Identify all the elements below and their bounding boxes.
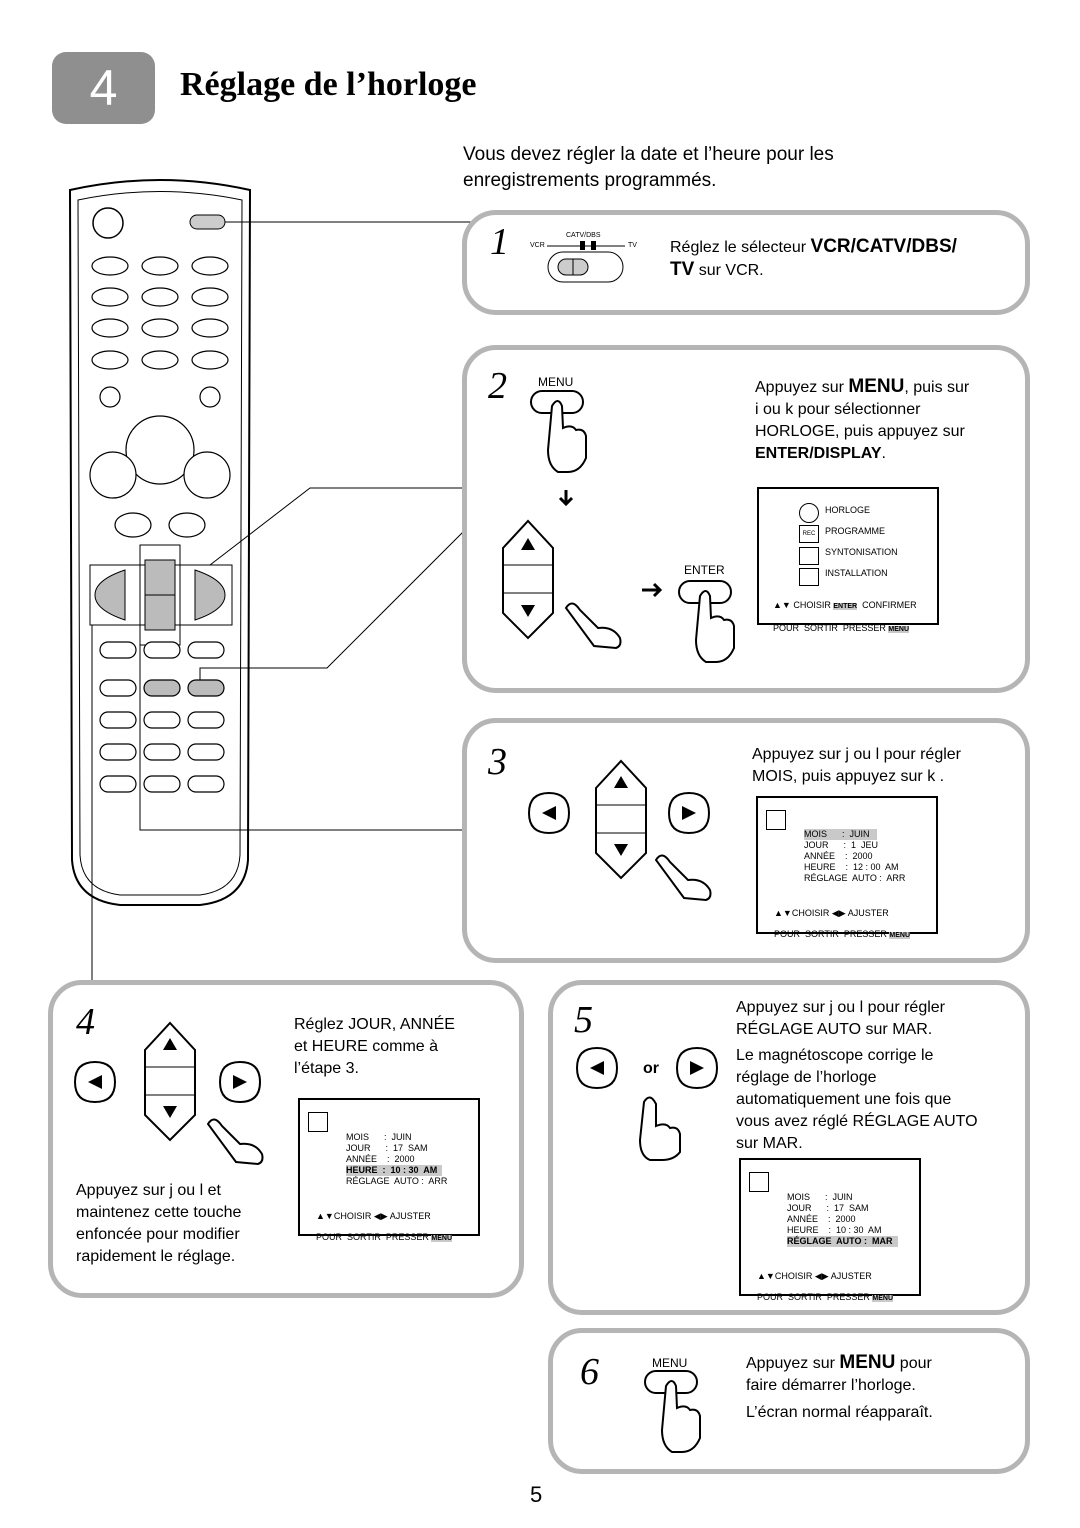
osd-row-reglage: RÉGLAGE AUTO : ARR xyxy=(804,873,906,883)
enter-button-press-icon xyxy=(678,580,735,663)
up-down-keys-icon xyxy=(502,519,622,650)
left-right-keys-icon xyxy=(575,1046,719,1161)
step-1-text: Réglez le sélecteur VCR/CATV/DBS/ TV sur… xyxy=(670,236,957,280)
vcr-tv-switch-illustration xyxy=(547,241,625,283)
step-6-result-text: L’écran normal réapparaît. xyxy=(746,1404,933,1421)
step-2-number: 2 xyxy=(488,365,507,407)
step-1-number: 1 xyxy=(490,221,509,263)
left-right-arrows-icon: ◀▶ xyxy=(373,1210,388,1221)
clock-icon xyxy=(766,810,786,830)
switch-label-vcr: VCR xyxy=(530,242,545,249)
osd-row-jour: JOUR : 17 SAM xyxy=(787,1203,869,1213)
four-way-keys-icon xyxy=(73,1021,264,1166)
osd-clock-setting-step3: MOIS : JUIN JOUR : 1 JEU ANNÉE : 2000 HE… xyxy=(756,796,938,939)
menu-item-installation: INSTALLATION xyxy=(825,568,888,578)
osd-row-heure: HEURE : 10 : 30 AM xyxy=(787,1225,882,1235)
install-menu-icon xyxy=(799,568,819,586)
osd-row-mois: MOIS : JUIN xyxy=(804,829,878,840)
clock-menu-icon xyxy=(799,503,819,523)
osd-row-annee: ANNÉE : 2000 xyxy=(804,851,873,861)
osd-footer: ▲▼CHOISIR ◀▶ AJUSTER POUR SORTIR PRESSER… xyxy=(757,1270,894,1302)
page-number: 5 xyxy=(530,1482,543,1507)
antenna-menu-icon xyxy=(799,547,819,565)
osd-row-reglage: RÉGLAGE AUTO : MAR xyxy=(787,1236,898,1247)
menu-button-press-icon xyxy=(530,390,587,473)
clock-icon xyxy=(308,1112,328,1132)
step-5-number: 5 xyxy=(574,999,593,1041)
left-right-arrows-icon: ◀▶ xyxy=(814,1270,829,1281)
menu-button-press-icon xyxy=(644,1370,701,1453)
up-down-arrows-icon: ▲▼ xyxy=(316,1210,334,1221)
step-2-text: Appuyez sur MENU, puis sur i ou k pour s… xyxy=(755,376,970,462)
step-3-number: 3 xyxy=(488,741,507,783)
up-down-arrows-icon: ▲▼ xyxy=(774,907,792,918)
left-right-arrows-icon: ◀▶ xyxy=(831,907,846,918)
osd-footer: ▲▼CHOISIR ◀▶ AJUSTER POUR SORTIR PRESSER… xyxy=(316,1210,453,1242)
up-down-arrows-icon: ▲▼ xyxy=(773,599,791,610)
osd-footer: ▲▼ CHOISIR ENTER CONFIRMER POUR SORTIR P… xyxy=(773,599,917,633)
menu-item-syntonisation: SYNTONISATION xyxy=(825,547,898,557)
rec-menu-icon: REC xyxy=(799,525,819,543)
step-6-text: Appuyez sur MENU pour faire démarrer l’h… xyxy=(746,1352,932,1394)
down-arrow-icon xyxy=(558,490,574,507)
step-4-number: 4 xyxy=(76,1001,95,1043)
step-6-panel xyxy=(548,1328,1030,1474)
menu-item-horloge: HORLOGE xyxy=(825,505,871,515)
switch-label-tv: TV xyxy=(628,242,637,249)
osd-row-annee: ANNÉE : 2000 xyxy=(787,1214,856,1224)
page-title: Réglage de l’horloge xyxy=(180,66,477,103)
step-6-number: 6 xyxy=(580,1351,599,1393)
four-way-keys-icon xyxy=(527,759,712,902)
menu-button-label: MENU xyxy=(652,1356,688,1370)
osd-row-mois: MOIS : JUIN xyxy=(346,1132,412,1142)
right-arrow-icon xyxy=(642,582,663,598)
osd-footer: ▲▼CHOISIR ◀▶ AJUSTER POUR SORTIR PRESSER… xyxy=(774,907,911,939)
section-number-badge: 4 xyxy=(52,52,155,124)
menu-button-label: MENU xyxy=(538,375,574,389)
osd-row-jour: JOUR : 17 SAM xyxy=(346,1143,428,1153)
up-down-arrows-icon: ▲▼ xyxy=(757,1270,775,1281)
osd-row-heure: HEURE : 12 : 00 AM xyxy=(804,862,899,872)
osd-row-reglage: RÉGLAGE AUTO : ARR xyxy=(346,1176,448,1186)
clock-icon xyxy=(749,1172,769,1192)
osd-row-heure: HEURE : 10 : 30 AM xyxy=(346,1165,443,1176)
osd-row-annee: ANNÉE : 2000 xyxy=(346,1154,415,1164)
enter-button-label: ENTER xyxy=(684,563,725,577)
or-label: or xyxy=(643,1060,659,1077)
osd-clock-setting-step5: MOIS : JUIN JOUR : 17 SAM ANNÉE : 2000 H… xyxy=(739,1158,921,1302)
menu-item-programme: PROGRAMME xyxy=(825,526,886,536)
osd-row-jour: JOUR : 1 JEU xyxy=(804,840,879,850)
osd-main-menu: REC HORLOGE PROGRAMME SYNTONISATION INST… xyxy=(757,487,939,633)
switch-label-catv: CATV/DBS xyxy=(566,232,601,239)
osd-clock-setting-step4: MOIS : JUIN JOUR : 17 SAM ANNÉE : 2000 H… xyxy=(298,1098,480,1242)
osd-row-mois: MOIS : JUIN xyxy=(787,1192,853,1202)
intro-text: Vous devez régler la date et l’heure pou… xyxy=(463,144,834,191)
